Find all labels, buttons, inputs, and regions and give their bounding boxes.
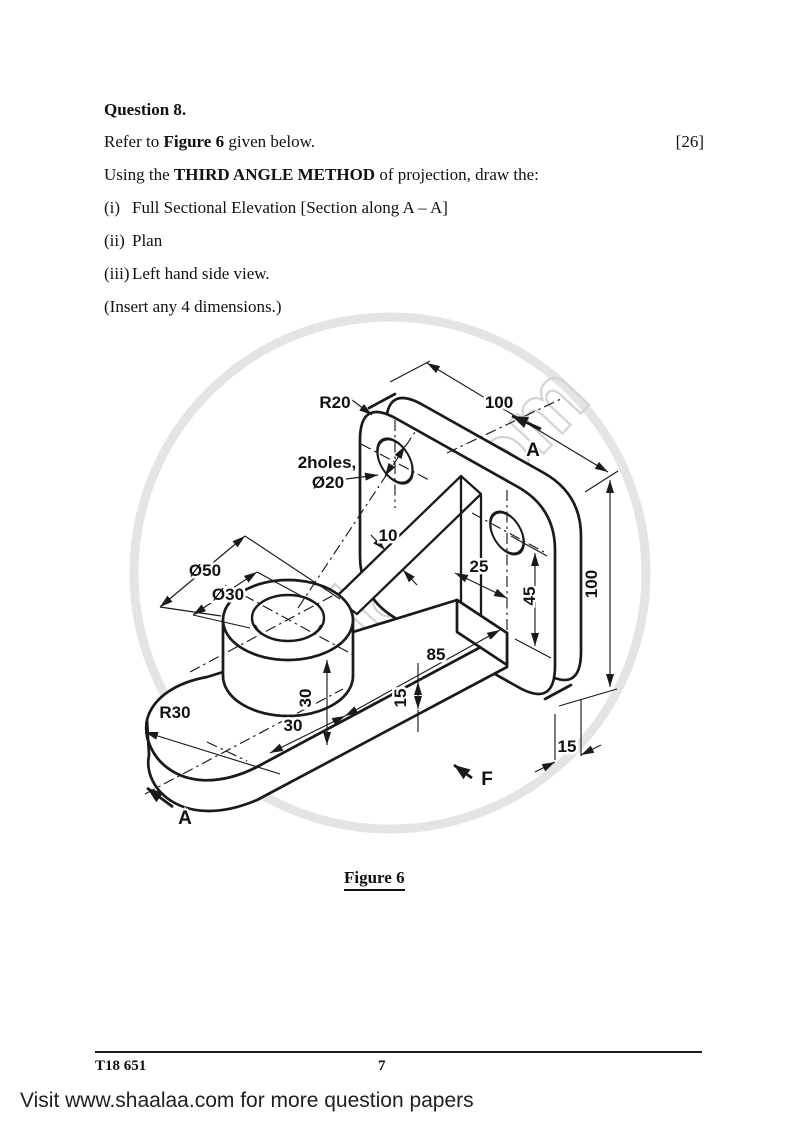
section-arrow-top: [511, 414, 542, 431]
front-view-arrow: [453, 763, 473, 780]
dim-line-base-radius: [144, 731, 281, 775]
dim-label-cyl-height: 30: [296, 689, 315, 708]
rib-centerline: [297, 431, 416, 609]
question-item-ii: (ii) Plan: [104, 231, 162, 251]
question-item-iii: (iii)Left hand side view.: [104, 264, 270, 284]
dim-label-hole-height: 45: [520, 587, 539, 606]
watermark-ring: [129, 312, 651, 834]
marks-badge: [26]: [675, 132, 704, 151]
section-label-bottom: A: [178, 808, 192, 829]
dim-label-rib-thickness: 10: [379, 526, 398, 545]
question-refer-line: Refer to Figure 6 given below.: [104, 132, 315, 152]
dim-arrow: [370, 534, 386, 551]
hole-lower-centerline-u: [471, 512, 545, 553]
using-pre: Using the: [104, 165, 174, 184]
dim-label-outer-dia: Ø50: [189, 561, 221, 580]
dim-ext: [389, 360, 431, 383]
leader-corner-radius: [351, 399, 373, 416]
dim-label-base-length: 85: [427, 645, 446, 664]
section-label-top: A: [526, 440, 540, 461]
dim-label-holes-count: 2holes,: [298, 453, 357, 472]
figure-6-drawing: shaalaa.com: [129, 312, 651, 834]
dim-ext: [159, 606, 222, 617]
dim-label-plate-width: 100: [485, 393, 513, 412]
question-item-i: (i) Full Sectional Elevation [Section alo…: [104, 198, 448, 218]
dim-ext: [256, 571, 319, 606]
base-side-wall: [144, 631, 509, 813]
footer-rule: [95, 1051, 702, 1053]
dim-line-inner-dia: [192, 571, 258, 616]
view-arrows: A A F: [146, 414, 542, 831]
dim-ext: [244, 535, 341, 600]
section-line-bottom: [144, 688, 344, 795]
section-arrow-bottom: [146, 786, 174, 809]
question-title: Question 8.: [104, 100, 187, 119]
base-end-centerline: [206, 741, 248, 762]
leader-holes: [345, 472, 379, 481]
item-i-num: (i): [104, 198, 121, 217]
dim-ext: [558, 688, 618, 707]
footer-page-number: 7: [378, 1058, 386, 1074]
figure-caption: Figure 6: [344, 868, 405, 891]
dim-line-base-offset: [269, 715, 346, 754]
dim-label-base-radius: R30: [159, 703, 190, 722]
plate-corner-edge-top: [367, 392, 397, 410]
site-tagline[interactable]: Visit www.shaalaa.com for more question …: [20, 1089, 474, 1112]
dim-label-inner-dia: Ø30: [212, 585, 244, 604]
item-iii-num: (iii): [104, 264, 130, 283]
dim-ext: [514, 638, 552, 659]
plate-corner-edge-bottom: [543, 683, 573, 701]
using-method: THIRD ANGLE METHOD: [173, 165, 376, 184]
dim-arrow: [402, 569, 418, 586]
refer-figure: Figure 6: [163, 132, 225, 151]
question-note: (Insert any 4 dimensions.): [104, 297, 282, 316]
bore-depth-arc: [254, 624, 322, 642]
dim-label-base-offset: 30: [284, 716, 303, 735]
dim-ext: [584, 470, 619, 493]
hole-upper-centerline-u: [360, 443, 430, 481]
centerlines: [144, 397, 564, 795]
refer-post: given below.: [224, 132, 316, 151]
dim-label-holes-dia: Ø20: [312, 473, 344, 492]
using-post: of projection, draw the:: [375, 165, 539, 184]
dim-label-plate-height: 100: [582, 570, 601, 598]
dim-line-hole-offset: [454, 572, 508, 599]
dim-label-corner-radius: R20: [319, 393, 350, 412]
dim-line-base-length: [344, 629, 501, 717]
dim-arrow: [534, 761, 556, 773]
dim-arrow: [580, 744, 602, 756]
question-method-line: Using the THIRD ANGLE METHOD of projecti…: [104, 165, 539, 185]
item-ii-text: Plan: [132, 231, 163, 250]
front-view-label: F: [481, 769, 493, 790]
dimensions: 100 100 15 45 25 10: [144, 360, 619, 775]
hole-dia-arrow: [394, 445, 406, 460]
item-ii-num: (ii): [104, 231, 125, 250]
dim-label-plate-thickness: 15: [558, 737, 577, 756]
dim-line-outer-dia: [159, 535, 246, 608]
item-i-text: Full Sectional Elevation [Section along …: [132, 198, 448, 217]
dim-ext: [192, 614, 251, 629]
cyl-centerline-v: [189, 587, 348, 673]
footer-paper-code: T18 651: [95, 1058, 147, 1074]
dim-label-hole-offset: 25: [470, 557, 489, 576]
dim-ext: [510, 535, 548, 557]
hole-dia-arrow: [384, 462, 396, 477]
refer-pre: Refer to: [104, 132, 164, 151]
dim-label-bar-thickness: 15: [391, 689, 410, 708]
item-iii-text: Left hand side view.: [132, 264, 270, 283]
